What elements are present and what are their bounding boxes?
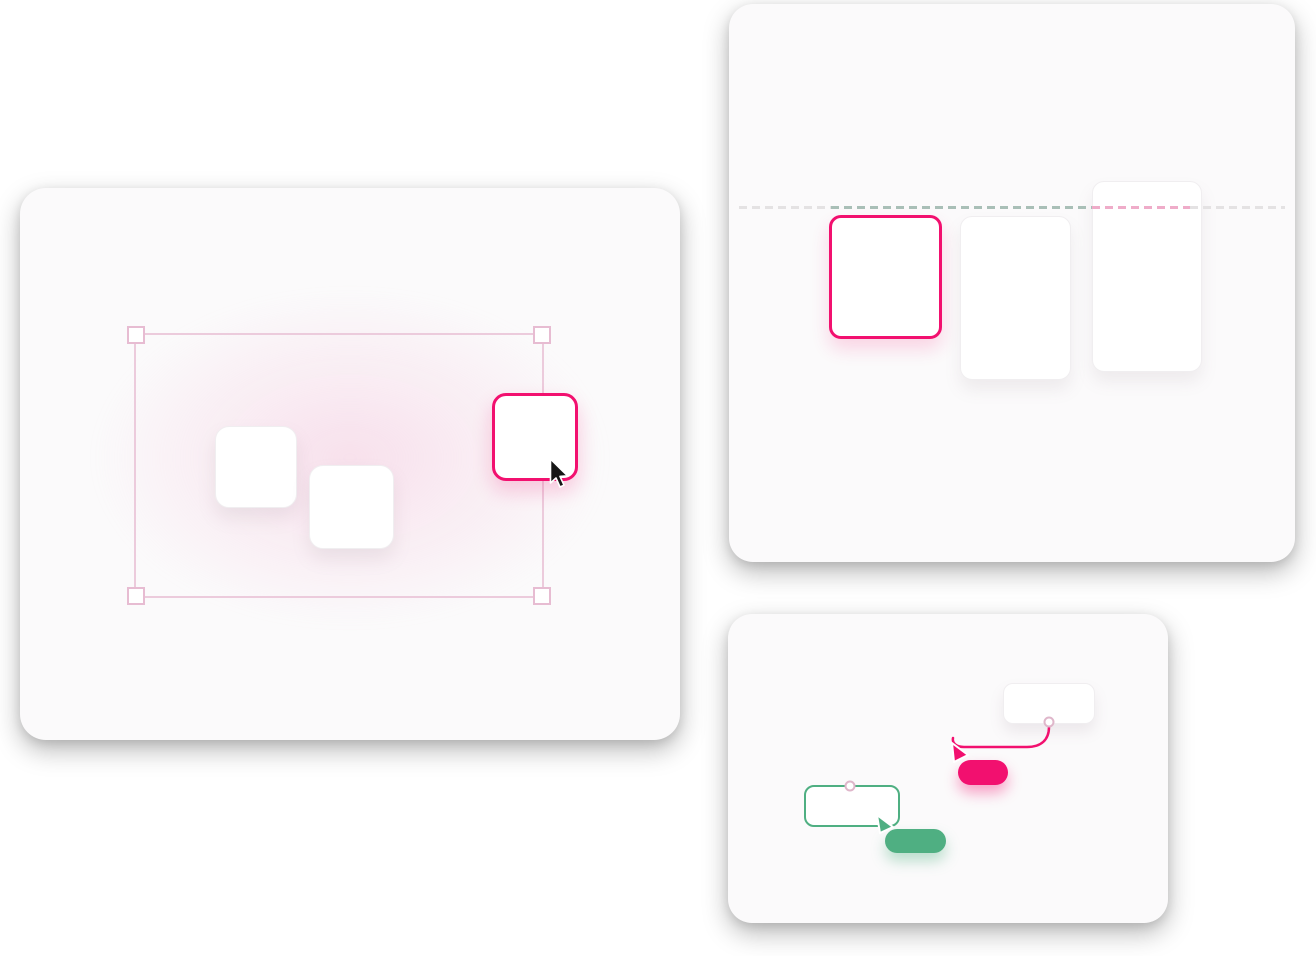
alignment-guide-gray-right xyxy=(1190,206,1285,209)
bar-tall[interactable] xyxy=(1092,181,1202,372)
cursor-arrow-shape xyxy=(549,458,569,488)
selection-handle-top-left[interactable] xyxy=(127,326,145,344)
alignment-guide-teal xyxy=(831,206,1092,209)
canvas-square-1[interactable] xyxy=(215,426,297,508)
pink-pill[interactable] xyxy=(958,760,1008,785)
pink-connector-line xyxy=(951,725,1051,749)
alignment-guide-pink xyxy=(1092,206,1190,209)
connector-canvas-card xyxy=(728,614,1168,923)
selection-handle-bottom-left[interactable] xyxy=(127,587,145,605)
selection-marquee xyxy=(127,326,551,605)
connector-node-white[interactable] xyxy=(1003,683,1095,724)
bar-medium[interactable] xyxy=(960,216,1071,380)
green-pill[interactable] xyxy=(885,829,946,853)
selection-canvas-card xyxy=(20,188,680,740)
connector-overlay xyxy=(844,716,1055,834)
alignment-guide-gray-left xyxy=(739,206,831,209)
canvas-square-selected[interactable] xyxy=(492,393,578,481)
selection-handle-bottom-right[interactable] xyxy=(533,587,551,605)
connector-node-green[interactable] xyxy=(804,785,900,827)
selection-handle-top-right[interactable] xyxy=(533,326,551,344)
canvas-square-2[interactable] xyxy=(309,465,394,549)
cursor-icon xyxy=(549,458,569,488)
alignment-canvas-card xyxy=(729,4,1295,562)
bar-selected[interactable] xyxy=(829,215,942,339)
pink-drag-cursor-icon xyxy=(951,742,969,763)
